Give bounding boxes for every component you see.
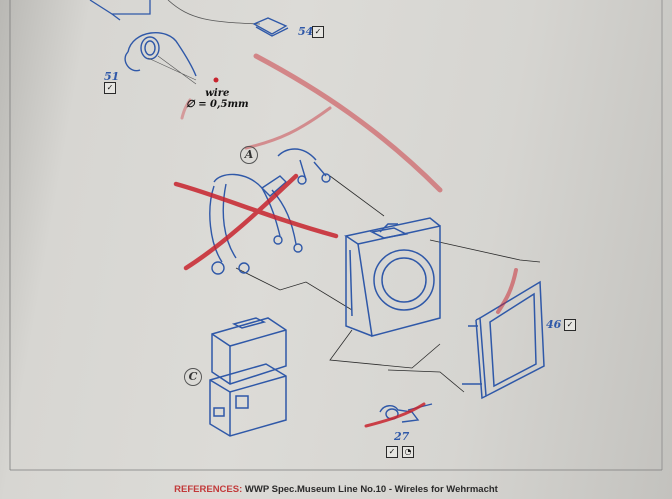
stacked-boxes-drawing: [209, 317, 287, 437]
part-27-label: 27: [394, 430, 410, 443]
callout-c: C: [184, 368, 202, 386]
references-footer: REFERENCES: WWP Spec.Museum Line No.10 -…: [0, 484, 672, 495]
references-text: WWP Spec.Museum Line No.10 - Wireles for…: [244, 484, 498, 495]
check-icon: ✓: [314, 27, 322, 36]
part-46-label: 46: [546, 318, 562, 331]
red-dot: [213, 77, 219, 83]
check-icon: ✓: [106, 83, 114, 92]
photo-etch-icon: ◔: [404, 447, 412, 456]
check-icon: ✓: [566, 320, 574, 329]
part-27-photo-etch-box[interactable]: ◔: [402, 446, 414, 458]
check-icon: ✓: [388, 447, 396, 456]
part-54-checkbox[interactable]: ✓: [312, 26, 324, 38]
part-51-checkbox[interactable]: ✓: [104, 82, 116, 94]
references-key: REFERENCES:: [174, 484, 243, 495]
wire-note: wire ∅ = 0,5mm: [186, 88, 249, 110]
part-51-label: 51: [104, 70, 120, 83]
cable-harness-drawing: [209, 148, 331, 275]
headphones-drawing: [124, 31, 197, 77]
wire-note-diameter: ∅ = 0,5mm: [186, 99, 249, 110]
callout-a: A: [240, 146, 258, 164]
headphone-leader: [147, 55, 197, 85]
part-27-checkbox[interactable]: ✓: [386, 446, 398, 458]
top-wire: [167, 0, 261, 25]
part-46-checkbox[interactable]: ✓: [564, 319, 576, 331]
radio-case-drawing: [344, 217, 441, 337]
part-54-drawing: [252, 17, 289, 37]
wire-note-title: wire: [205, 88, 230, 99]
red-cross-marks: [173, 53, 518, 428]
part-54-label: 54: [298, 25, 314, 38]
top-radio-box-drawing: [89, 0, 151, 21]
assembly-lines: [235, 175, 541, 393]
front-panel-drawing: [462, 280, 545, 400]
